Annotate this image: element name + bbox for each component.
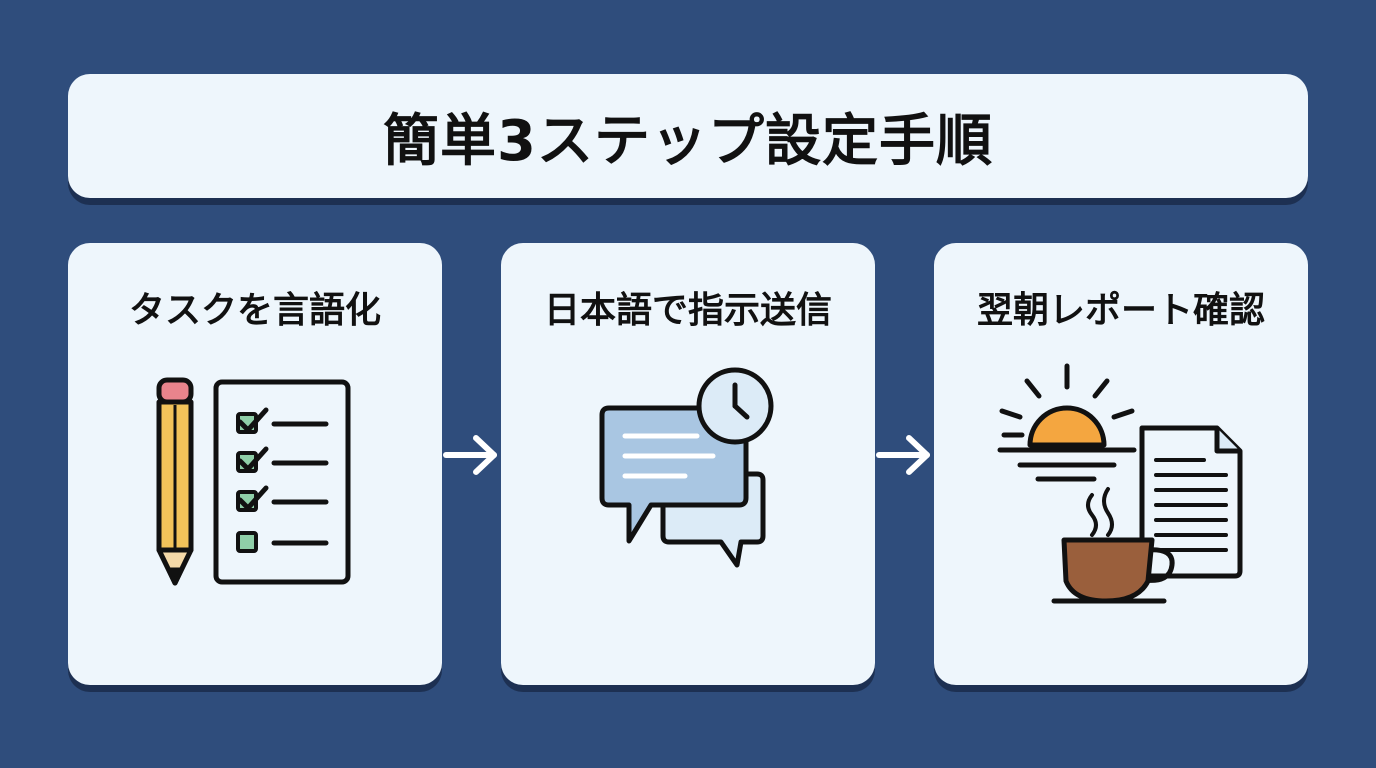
arrow-right-icon	[876, 435, 930, 475]
arrow-right-icon	[443, 435, 497, 475]
step-card-3: 翌朝レポート確認	[934, 243, 1308, 685]
chat-clock-icon	[599, 367, 774, 568]
sunrise-report-coffee-icon	[997, 363, 1243, 604]
step-3-label: 翌朝レポート確認	[976, 290, 1265, 331]
step-1-label: タスクを言語化	[128, 290, 381, 331]
step-2-label: 日本語で指示送信	[543, 290, 832, 331]
pencil-checklist-icon	[156, 377, 351, 586]
title-banner: 簡単3ステップ設定手順	[68, 74, 1308, 198]
step-card-1: タスクを言語化	[68, 243, 442, 685]
page-title: 簡単3ステップ設定手順	[383, 108, 993, 174]
step-card-2: 日本語で指示送信	[501, 243, 875, 685]
